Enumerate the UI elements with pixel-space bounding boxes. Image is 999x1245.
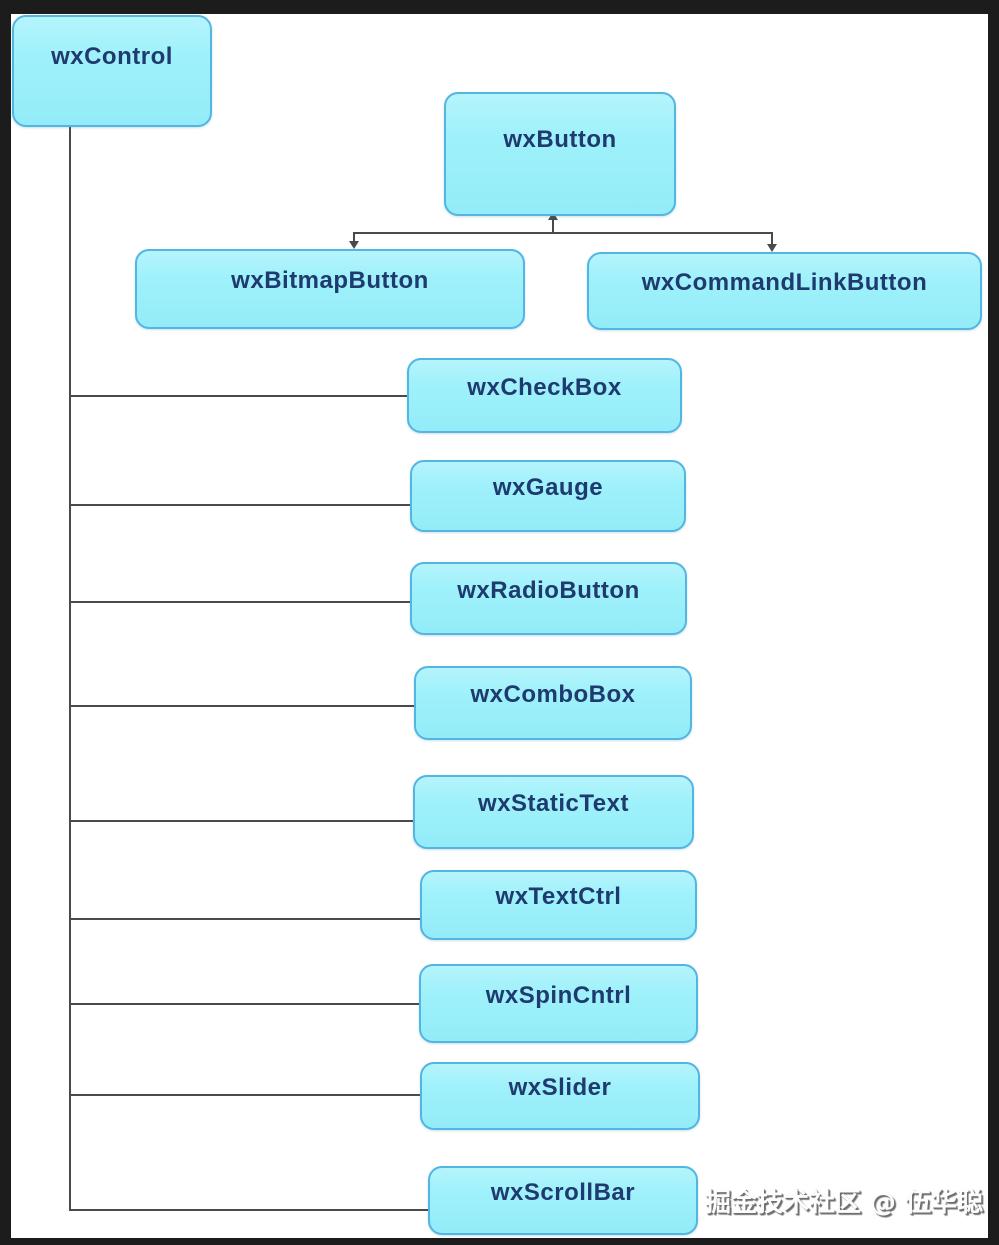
node-wxcheckbox-label: wxCheckBox (467, 373, 622, 401)
connector-wxradiobutton (69, 601, 410, 603)
node-wxbitmapbutton: wxBitmapButton (135, 249, 525, 329)
node-wxradiobutton: wxRadioButton (410, 562, 687, 635)
node-wxtextctrl: wxTextCtrl (420, 870, 697, 940)
connector-wxbutton-stub (552, 219, 554, 234)
node-wxradiobutton-label: wxRadioButton (457, 576, 640, 604)
node-wxbitmapbutton-label: wxBitmapButton (231, 267, 429, 294)
connector-wxtextctrl (69, 918, 420, 920)
node-wxscrollbar-label: wxScrollBar (490, 1178, 636, 1206)
node-wxstatictext-label: wxStaticText (478, 790, 629, 817)
arrow-down-wxcommandlinkbutton (767, 244, 777, 252)
node-wxbutton-label: wxButton (503, 126, 617, 153)
node-wxcontrol: wxControl (12, 15, 212, 127)
arrow-down-wxbitmapbutton (349, 241, 359, 249)
node-wxgauge-label: wxGauge (492, 474, 604, 501)
node-wxcommandlinkbutton-label: wxCommandLinkButton (641, 269, 928, 296)
watermark: 掘金技术社区 @ 伍华聪 (705, 1188, 984, 1218)
node-wxstatictext: wxStaticText (413, 775, 694, 849)
connector-wxgauge (69, 504, 410, 506)
node-wxcontrol-label: wxControl (51, 43, 173, 70)
connector-wxscrollbar (69, 1209, 428, 1211)
node-wxscrollbar: wxScrollBar (428, 1166, 698, 1235)
connector-wxslider (69, 1094, 420, 1096)
node-wxcommandlinkbutton: wxCommandLinkButton (587, 252, 982, 330)
connector-trunk (69, 127, 71, 1211)
connector-wxcombobox (69, 705, 414, 707)
node-wxcombobox-label: wxComboBox (470, 681, 636, 708)
connector-wxspincntrl (69, 1003, 419, 1005)
node-wxbutton: wxButton (444, 92, 676, 216)
connector-wxstatictext (69, 820, 413, 822)
node-wxspincntrl: wxSpinCntrl (419, 964, 698, 1043)
node-wxslider-label: wxSlider (508, 1074, 612, 1101)
node-wxspincntrl-label: wxSpinCntrl (485, 981, 632, 1009)
node-wxcheckbox: wxCheckBox (407, 358, 682, 433)
node-wxtextctrl-label: wxTextCtrl (495, 883, 622, 910)
arrow-up-wxbutton (548, 212, 558, 220)
node-wxslider: wxSlider (420, 1062, 700, 1130)
connector-wxcommandlinkbutton-stub (771, 232, 773, 245)
connector-wxcheckbox (69, 395, 407, 397)
node-wxcombobox: wxComboBox (414, 666, 692, 740)
connector-wxbitmapbutton-stub (353, 232, 355, 243)
connector-wxbutton-bus (353, 232, 773, 234)
node-wxgauge: wxGauge (410, 460, 686, 532)
